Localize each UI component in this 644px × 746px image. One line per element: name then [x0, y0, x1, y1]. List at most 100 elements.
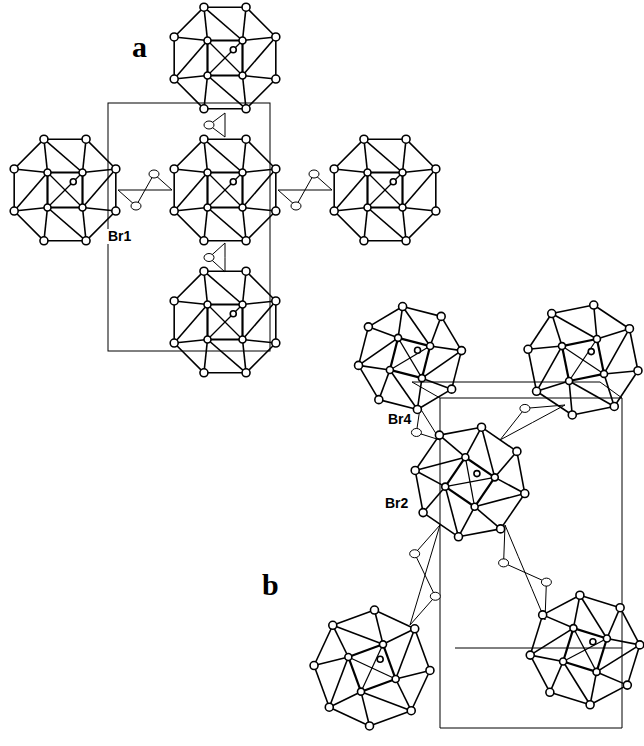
bond [537, 391, 573, 415]
atom [413, 405, 421, 413]
atom-label: Br1 [106, 229, 133, 244]
bond [495, 477, 525, 493]
bond [83, 169, 116, 208]
bridge-bond [410, 525, 440, 625]
bond [528, 349, 537, 391]
atom [497, 525, 505, 533]
atom [590, 639, 596, 645]
bromide-atom [411, 428, 421, 436]
cluster [170, 135, 280, 245]
atom [345, 653, 352, 660]
atom [546, 688, 554, 696]
bond [530, 655, 563, 661]
bond [243, 37, 276, 41]
bromide-atom [204, 121, 214, 129]
atom-label: Br4 [386, 412, 413, 427]
bond [207, 171, 242, 173]
bond [243, 76, 247, 109]
atom [380, 641, 387, 648]
bond [243, 271, 247, 304]
atom [355, 361, 363, 369]
atom [242, 267, 250, 275]
atom [399, 169, 406, 176]
bond [590, 672, 596, 705]
bond [204, 139, 208, 172]
atom [610, 402, 618, 410]
bond [590, 685, 627, 705]
atom [533, 387, 541, 395]
atom [170, 75, 178, 83]
bond [207, 40, 242, 75]
atom [432, 165, 440, 173]
atom [570, 625, 577, 632]
bond [329, 707, 369, 726]
atom [79, 204, 86, 211]
atom [40, 237, 48, 245]
atom [272, 75, 280, 83]
atom [239, 301, 246, 308]
bond [333, 169, 335, 211]
atom [242, 105, 250, 113]
bond [204, 340, 208, 373]
bond [614, 371, 638, 407]
bond [620, 608, 640, 645]
atom [601, 370, 608, 377]
atom [593, 335, 600, 342]
bromide-atom [520, 404, 530, 412]
bond [361, 692, 370, 726]
atom [204, 169, 211, 176]
atom [432, 207, 440, 215]
atom [170, 339, 178, 347]
atom [239, 37, 246, 44]
bromide-atom [410, 550, 420, 558]
bridge-bond [118, 174, 172, 206]
atom [524, 345, 532, 353]
bond [207, 172, 242, 207]
bond [44, 139, 48, 172]
bond [207, 304, 242, 339]
atom [204, 72, 211, 79]
bond [246, 343, 276, 373]
bond [370, 711, 412, 726]
atom [272, 297, 280, 305]
bond [173, 301, 175, 343]
cluster [524, 301, 642, 419]
bond [243, 340, 276, 344]
bond [569, 381, 572, 415]
bond [563, 638, 607, 661]
atom [242, 135, 250, 143]
atom [471, 503, 478, 510]
atom [272, 165, 280, 173]
bond [174, 169, 207, 173]
atom [586, 701, 594, 709]
bond [204, 139, 243, 172]
bond [368, 307, 402, 327]
atom [548, 310, 556, 318]
bond [204, 7, 243, 40]
bond [173, 37, 175, 79]
bond [207, 74, 242, 76]
atom [360, 135, 368, 143]
atom [539, 611, 547, 619]
atom [448, 385, 456, 393]
bromide-atom [291, 202, 301, 210]
bond [415, 470, 445, 486]
bond [367, 172, 402, 207]
bond [115, 169, 117, 211]
atom [364, 169, 371, 176]
bond [364, 139, 368, 172]
atom [44, 204, 51, 211]
bond [44, 240, 86, 242]
cluster [310, 606, 434, 730]
bond [204, 208, 208, 241]
atom [242, 237, 250, 245]
bond [334, 172, 367, 211]
bond [81, 172, 83, 207]
bond [594, 305, 597, 339]
atom [272, 339, 280, 347]
atom [442, 483, 449, 490]
atom [593, 668, 600, 675]
bond [14, 139, 44, 169]
bond [517, 451, 525, 493]
bond [439, 435, 465, 457]
